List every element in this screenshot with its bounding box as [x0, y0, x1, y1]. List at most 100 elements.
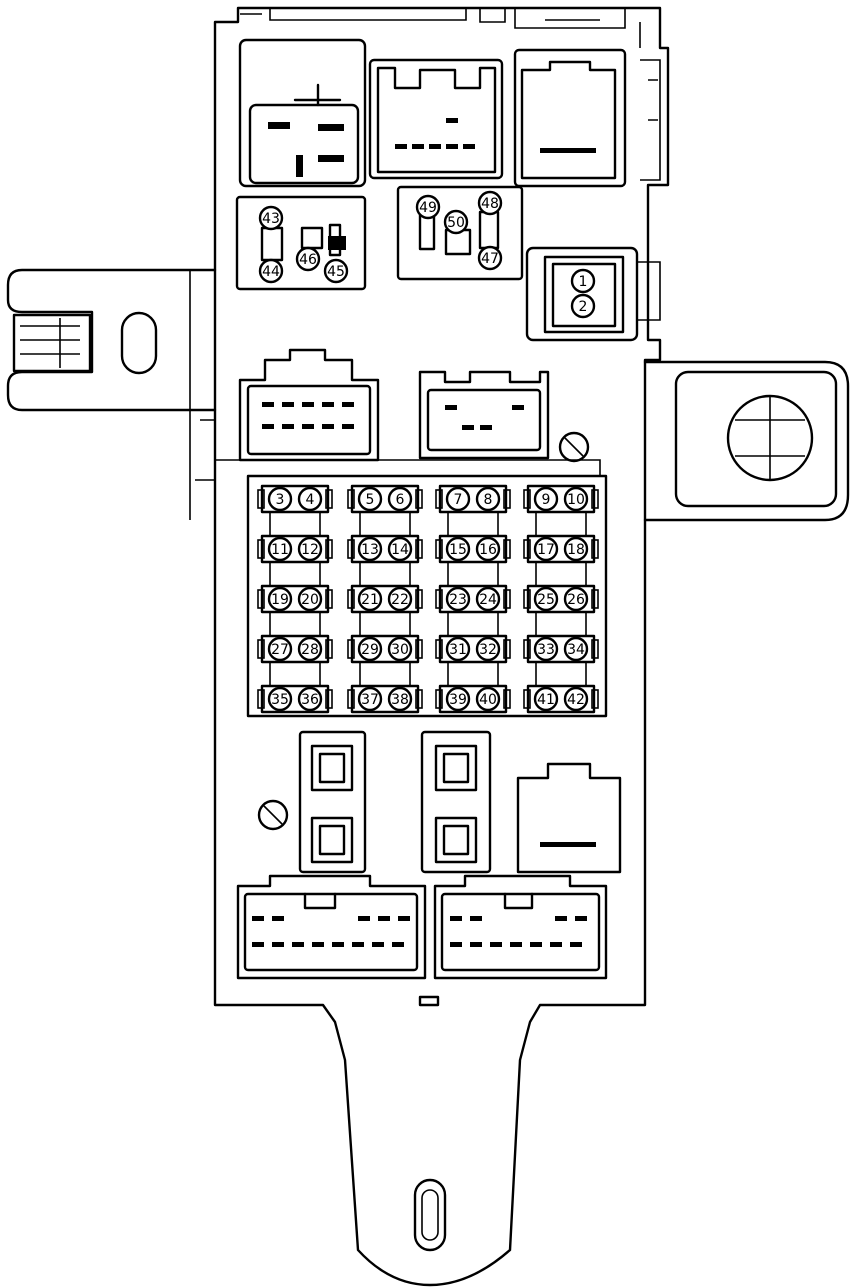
fuse-holder	[438, 484, 508, 514]
fuse-15-marker: 15	[445, 536, 471, 562]
fuse-markers: 1 2 43 44 46 45 49 50 48 47	[258, 190, 596, 319]
fuse-27-marker: 27	[267, 636, 293, 662]
fuse-33-marker: 33	[533, 636, 559, 662]
fuse-label: 2	[579, 299, 588, 315]
left-bracket-slot	[120, 311, 158, 375]
fuse-37-marker: 37	[357, 686, 383, 712]
fuse-8-marker: 8	[475, 486, 501, 512]
fuse-9-marker: 9	[533, 486, 559, 512]
fuse-label: 18	[567, 542, 585, 558]
fuse-18-marker: 18	[563, 536, 589, 562]
fuse-22-marker: 22	[387, 586, 413, 612]
fuse-30-marker: 30	[387, 636, 413, 662]
fuse-label: 35	[271, 692, 289, 708]
fuse-label: 38	[391, 692, 409, 708]
fuse-label: 48	[481, 196, 499, 212]
fuse-35-marker: 35	[267, 686, 293, 712]
fuse-label: 9	[542, 492, 551, 508]
fuse-holder	[526, 484, 596, 514]
fuse-45-marker: 45	[323, 258, 349, 284]
fuse-label: 22	[391, 592, 409, 608]
fuse-label: 1	[579, 274, 588, 290]
fuse-3-marker: 3	[267, 486, 293, 512]
fuse-holder	[260, 484, 330, 514]
fuse-41-marker: 41	[533, 686, 559, 712]
fuse-label: 7	[454, 492, 463, 508]
fuse-label: 29	[361, 642, 379, 658]
fuse-holder	[526, 634, 596, 664]
fuse-label: 17	[537, 542, 555, 558]
relay-block-left	[235, 195, 367, 291]
fuse-label: 32	[479, 642, 497, 658]
fuse-label: 10	[567, 492, 585, 508]
fuse-label: 23	[449, 592, 467, 608]
fuse-43-marker: 43	[258, 205, 284, 231]
fuse-label: 12	[301, 542, 319, 558]
fuse-label: 20	[301, 592, 319, 608]
fuse-holder	[526, 584, 596, 614]
fuse-12-marker: 12	[297, 536, 323, 562]
fuse-holder	[526, 684, 596, 714]
fuse-44-marker: 44	[258, 258, 284, 284]
fuse-label: 14	[391, 542, 409, 558]
fuse-40-marker: 40	[475, 686, 501, 712]
fuse-34-marker: 34	[563, 636, 589, 662]
connector-middle-center	[418, 370, 550, 460]
fuse-label: 16	[479, 542, 497, 558]
fuse-label: 34	[567, 642, 585, 658]
fuse-39-marker: 39	[445, 686, 471, 712]
fuse-label: 5	[366, 492, 375, 508]
fuse-label: 49	[419, 200, 437, 216]
fuse-holder	[260, 534, 330, 564]
fuse-label: 28	[301, 642, 319, 658]
fuse-42-marker: 42	[563, 686, 589, 712]
fuse-25-marker: 25	[533, 586, 559, 612]
fuse-holder	[260, 634, 330, 664]
fuse-label: 3	[276, 492, 285, 508]
fuse-50-marker: 50	[443, 209, 469, 235]
fuse-label: 24	[479, 592, 497, 608]
fuse-label: 47	[481, 251, 499, 267]
fuse-26-marker: 26	[563, 586, 589, 612]
fuse-holder	[350, 484, 420, 514]
fuse-label: 26	[567, 592, 585, 608]
fuse-6-marker: 6	[387, 486, 413, 512]
fuse-label: 31	[449, 642, 467, 658]
fuse-holder	[260, 684, 330, 714]
mounting-screw-upper	[558, 431, 590, 463]
fuse-label: 21	[361, 592, 379, 608]
fuse-label: 37	[361, 692, 379, 708]
fuse-holder	[438, 634, 508, 664]
connector-upper-right	[513, 48, 661, 188]
mounting-screw-lower	[257, 799, 289, 831]
fuse-block-frame	[246, 474, 608, 718]
fuse-label: 27	[271, 642, 289, 658]
left-mounting-bracket	[6, 268, 217, 412]
fuse-label: 41	[537, 692, 555, 708]
fuse-38-marker: 38	[387, 686, 413, 712]
fuse-holder	[438, 584, 508, 614]
fuse-label: 33	[537, 642, 555, 658]
fuse-16-marker: 16	[475, 536, 501, 562]
fuse-11-marker: 11	[267, 536, 293, 562]
fuse-label: 15	[449, 542, 467, 558]
fuse-28-marker: 28	[297, 636, 323, 662]
fuse-label: 45	[327, 264, 345, 280]
fuse-label: 42	[567, 692, 585, 708]
fuse-24-marker: 24	[475, 586, 501, 612]
fuse-label: 30	[391, 642, 409, 658]
fuse-holder	[526, 534, 596, 564]
relay-socket-right	[525, 246, 661, 342]
fuse-label: 11	[271, 542, 289, 558]
fuse-2-marker: 2	[570, 293, 596, 319]
fuse-holder	[260, 584, 330, 614]
fuse-32-marker: 32	[475, 636, 501, 662]
connector-lower-right	[516, 762, 622, 874]
fuse-label: 44	[262, 264, 280, 280]
fuse-label: 50	[447, 215, 465, 231]
fuse-46-marker: 46	[295, 246, 321, 272]
fuse-label: 40	[479, 692, 497, 708]
fuse-label: 36	[301, 692, 319, 708]
